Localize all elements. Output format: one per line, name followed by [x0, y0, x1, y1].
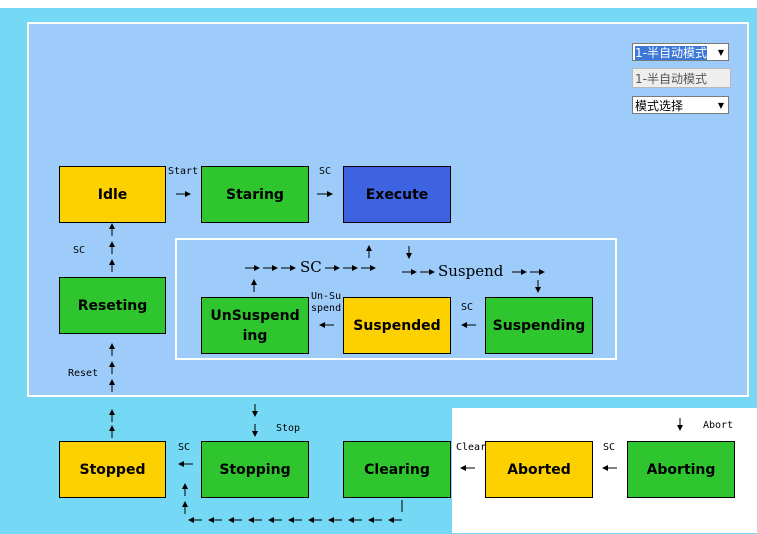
label-stop: Stop — [276, 423, 301, 434]
state-idle[interactable]: Idle — [59, 166, 166, 223]
chevron-down-icon: ▼ — [717, 100, 725, 110]
label-reset: Reset — [68, 368, 99, 379]
label-suspend-flow: Suspend — [438, 262, 504, 280]
mode-field-value: 1-半自动模式 — [635, 71, 707, 86]
state-suspending[interactable]: Suspending — [485, 297, 593, 354]
state-suspended[interactable]: Suspended — [343, 297, 451, 354]
state-clearing[interactable]: Clearing — [343, 441, 451, 498]
label-clear: Clear — [456, 442, 487, 453]
mode-select[interactable]: 1-半自动模式 ▼ — [632, 43, 729, 61]
mode-field: 1-半自动模式 — [632, 68, 731, 88]
mode-select-value: 1-半自动模式 — [635, 45, 707, 60]
state-staring[interactable]: Staring — [201, 166, 309, 223]
mode-choose-value: 模式选择 — [635, 98, 684, 113]
state-reseting[interactable]: Reseting — [59, 277, 166, 334]
suspend-group-frame — [175, 238, 617, 360]
top-border — [0, 0, 757, 8]
state-unsuspending[interactable]: UnSuspending — [201, 297, 309, 354]
state-stopping[interactable]: Stopping — [201, 441, 309, 498]
label-start: Start — [168, 166, 199, 177]
label-abort: Abort — [703, 420, 734, 431]
state-stopped[interactable]: Stopped — [59, 441, 166, 498]
label-sc-flow: SC — [300, 258, 322, 276]
state-aborting[interactable]: Aborting — [627, 441, 735, 498]
label-sc-reseting: SC — [73, 245, 86, 256]
label-sc-suspending: SC — [461, 302, 474, 313]
mode-choose-select[interactable]: 模式选择 ▼ — [632, 96, 729, 114]
label-sc-aborting: SC — [603, 442, 616, 453]
chevron-down-icon: ▼ — [717, 47, 725, 57]
label-unsuspend-2: spend — [311, 303, 342, 314]
label-sc-stopping: SC — [178, 442, 191, 453]
state-execute[interactable]: Execute — [343, 166, 451, 223]
label-sc-staring: SC — [319, 166, 332, 177]
label-unsuspend-1: Un-Su — [311, 291, 342, 302]
state-aborted[interactable]: Aborted — [485, 441, 593, 498]
